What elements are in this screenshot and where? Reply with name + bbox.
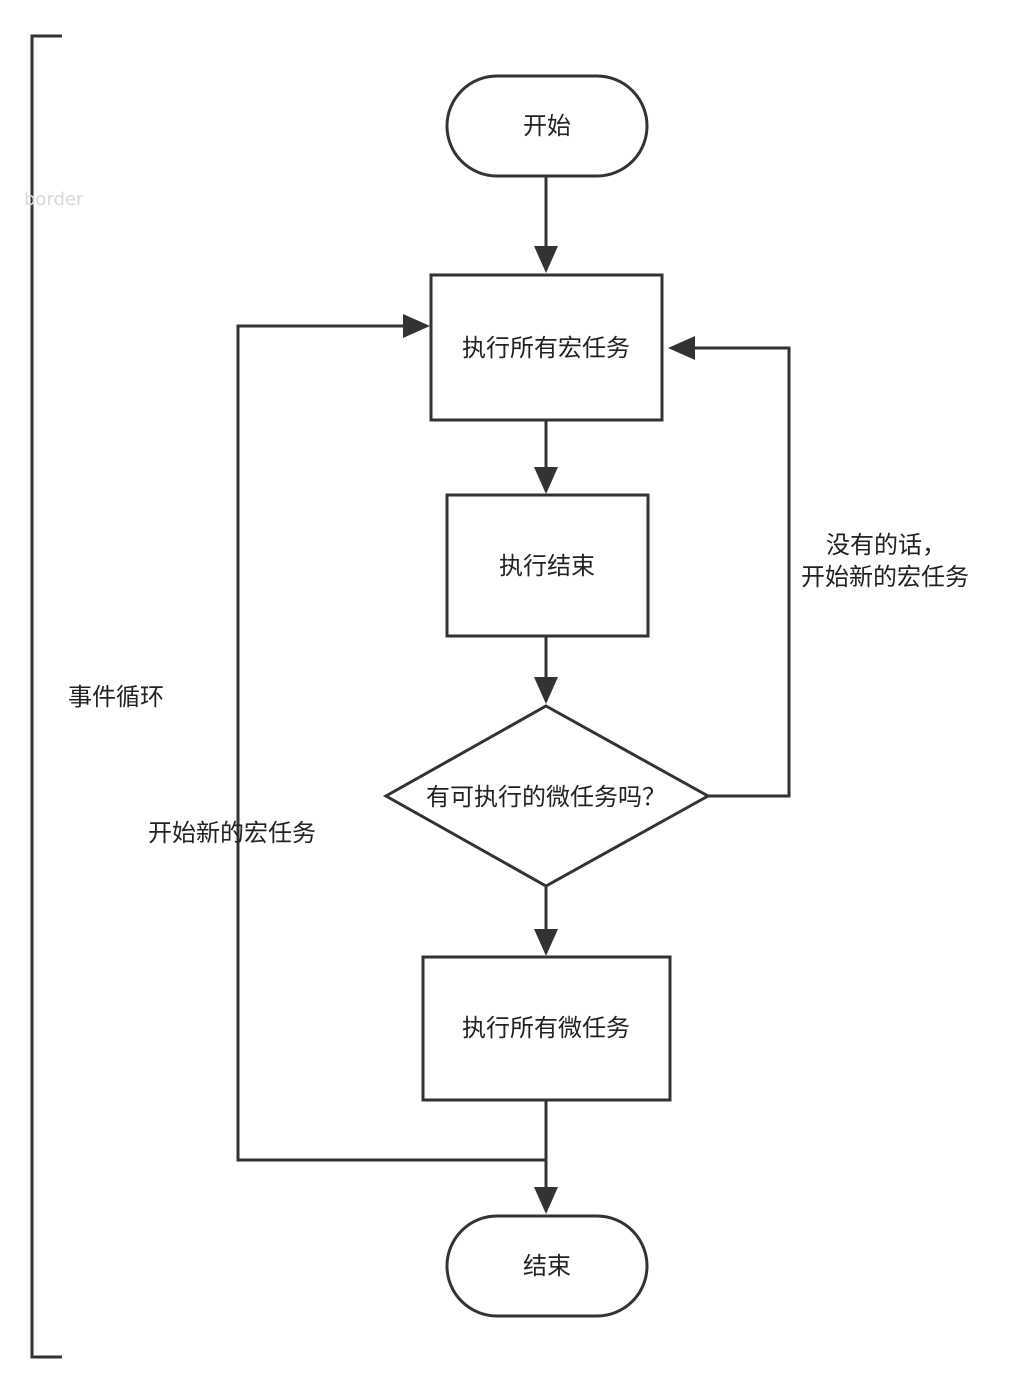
event-loop-bracket	[30, 34, 62, 1359]
event-loop-label: 事件循环	[68, 683, 164, 711]
edge-loop-to-macrotasks	[236, 324, 546, 1162]
edges	[236, 177, 791, 1214]
has-microtasks-diamond	[382, 704, 712, 888]
start-terminator-shape	[445, 74, 649, 178]
arrowhead-loop-to-macrotasks	[403, 314, 430, 338]
node-run-end: 执行结束	[445, 493, 650, 638]
arrowhead-start-to-macrotasks	[534, 246, 558, 273]
run-end-box	[445, 493, 650, 638]
edge-label-loop: 开始新的宏任务	[148, 819, 316, 847]
run-microtasks-box	[421, 955, 672, 1102]
arrowhead-macrotasks-to-end-exec	[534, 467, 558, 494]
arrowhead-end-exec-to-decision	[534, 677, 558, 704]
arrowhead-microtasks-to-end	[534, 1187, 558, 1214]
node-start: 开始	[445, 74, 649, 178]
end-label: 结束	[523, 1252, 571, 1280]
run-macrotasks-label: 执行所有宏任务	[462, 334, 630, 362]
run-end-label: 执行结束	[499, 552, 595, 580]
edge-decision-no-to-macrotasks	[694, 346, 791, 798]
edge-label-no-line1: 没有的话，	[826, 531, 946, 559]
start-label: 开始	[523, 112, 571, 140]
has-microtasks-label: 有可执行的微任务吗？	[426, 783, 666, 811]
arrowhead-decision-no-to-macrotasks	[668, 336, 695, 360]
arrowhead-decision-to-microtasks	[534, 929, 558, 956]
edge-label-no-line2: 开始新的宏任务	[801, 563, 969, 591]
end-terminator-shape	[445, 1214, 649, 1318]
node-run-macrotasks: 执行所有宏任务	[429, 273, 664, 422]
node-end: 结束	[445, 1214, 649, 1318]
run-microtasks-label: 执行所有微任务	[462, 1014, 630, 1042]
node-run-microtasks: 执行所有微任务	[421, 955, 672, 1102]
watermark-text: border	[24, 189, 84, 210]
node-has-microtasks: 有可执行的微任务吗？	[382, 704, 712, 888]
run-macrotasks-box	[429, 273, 664, 422]
